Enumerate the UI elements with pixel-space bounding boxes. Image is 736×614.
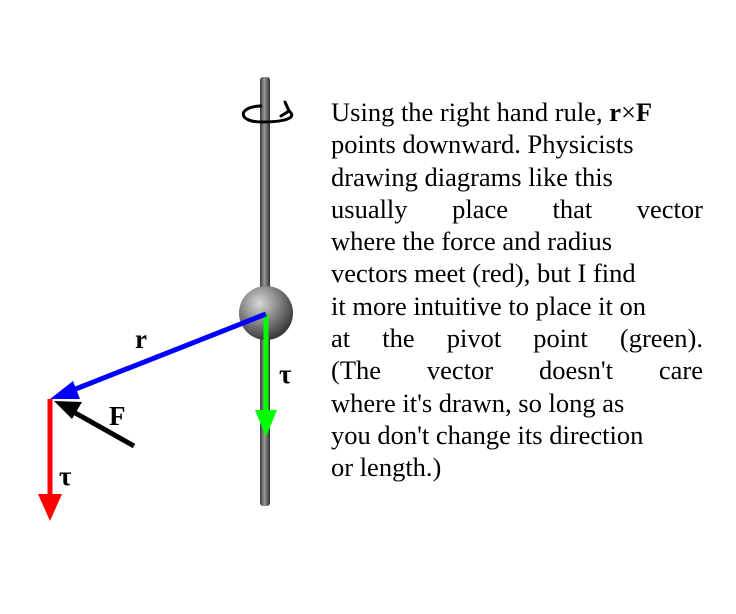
radius-vector	[50, 311, 267, 399]
explanation-line: where the force and radius	[331, 226, 613, 257]
explanation-line: vectors meet (red), but I find	[331, 258, 636, 289]
torque-vector-pivot	[255, 314, 277, 437]
explanation-line: where it's drawn, so long as	[331, 387, 625, 418]
torque-label-pivot: τ	[279, 359, 292, 389]
explanation-line: at the pivot point (green).	[331, 323, 703, 354]
torque-vector-meeting	[38, 399, 62, 521]
explanation-line: or length.)	[331, 452, 442, 483]
explanation-line: Using the right hand rule, r×F	[331, 97, 653, 127]
explanation-text: Using the right hand rule, r×F points do…	[331, 96, 703, 484]
explanation-line: usually place that vector	[331, 193, 703, 224]
explanation-line: you don't change its direction	[331, 419, 644, 450]
radius-label: r	[135, 324, 147, 354]
torque-label-meeting: τ	[59, 461, 72, 491]
rotation-arrow-icon	[241, 100, 294, 124]
explanation-line: (The vector doesn't care	[331, 355, 703, 386]
explanation-line: drawing diagrams like this	[331, 161, 613, 192]
explanation-line: it more intuitive to place it on	[331, 290, 646, 321]
explanation-line: points downward. Physicists	[331, 129, 634, 160]
force-vector	[54, 401, 136, 449]
pivot-ball	[239, 286, 293, 340]
axle-top	[260, 77, 270, 292]
force-label: F	[109, 401, 126, 431]
